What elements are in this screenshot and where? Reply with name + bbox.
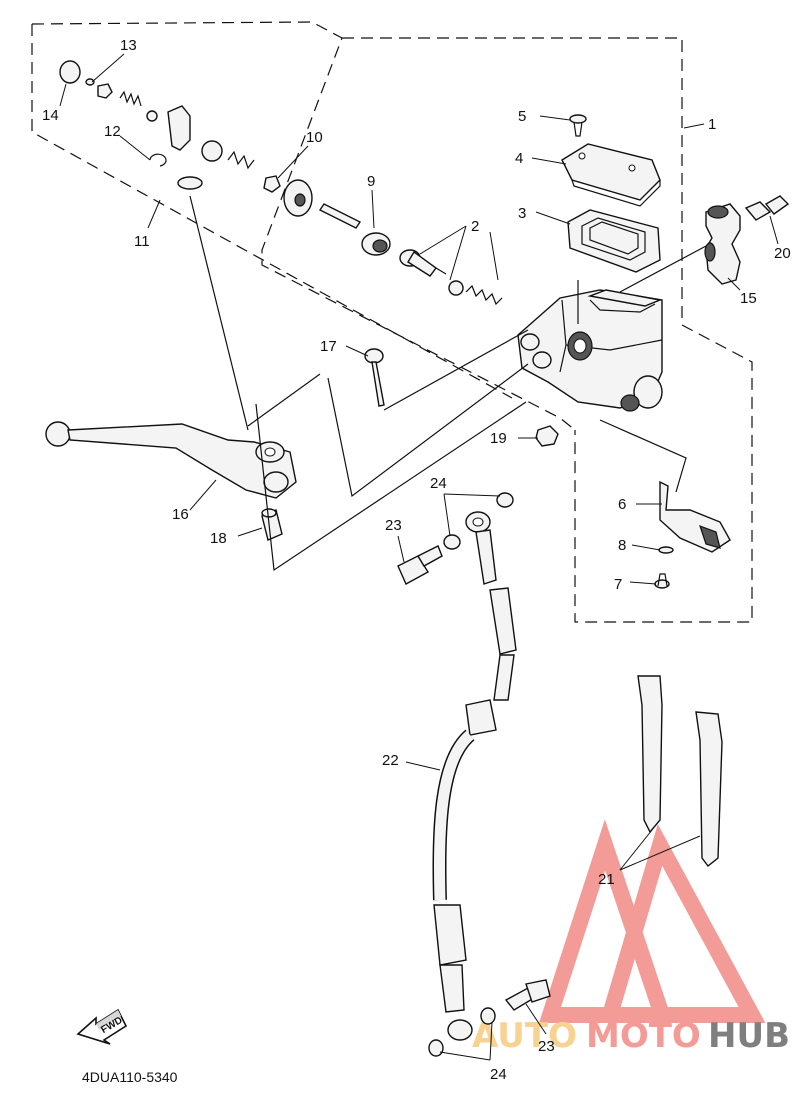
master-cylinder-body xyxy=(517,289,663,412)
callout-24-upper: 24 xyxy=(430,475,447,492)
pivot-nut xyxy=(535,425,559,447)
callout-14: 14 xyxy=(42,107,59,124)
brake-lever xyxy=(45,421,297,499)
cable-ties xyxy=(637,675,723,867)
callout-3: 3 xyxy=(518,205,526,222)
union-bolt-lower xyxy=(504,979,551,1011)
callout-24-lower: 24 xyxy=(490,1066,507,1083)
dust-boot xyxy=(283,179,313,217)
brake-light-switch xyxy=(659,480,731,553)
union-bolt-upper xyxy=(397,545,443,585)
callout-4: 4 xyxy=(515,150,523,167)
copper-washer xyxy=(496,492,514,508)
piston-kit xyxy=(399,249,503,306)
switch-washer xyxy=(658,546,674,554)
callout-leaders xyxy=(59,53,779,1061)
callout-21: 21 xyxy=(598,871,615,888)
push-rod xyxy=(318,203,391,256)
callout-18: 18 xyxy=(210,530,227,547)
assembly-lines xyxy=(189,195,707,572)
callout-13: 13 xyxy=(120,37,137,54)
callout-1: 1 xyxy=(708,116,716,133)
callout-22: 22 xyxy=(382,752,399,769)
watermark-text-moto: MOTO xyxy=(586,1016,701,1056)
callout-15: 15 xyxy=(740,290,757,307)
callout-labels: 1 2 3 4 5 6 7 8 9 10 11 12 13 14 15 16 1… xyxy=(42,37,791,1083)
callout-12: 12 xyxy=(104,123,121,140)
callout-19: 19 xyxy=(490,430,507,447)
callout-5: 5 xyxy=(518,108,526,125)
diagram-code: 4DUA110-5340 xyxy=(82,1069,178,1085)
callout-2: 2 xyxy=(471,218,479,235)
reservoir-cap xyxy=(561,143,661,207)
callout-8: 8 xyxy=(618,537,626,554)
group-outlines xyxy=(31,21,753,623)
adjuster-parts xyxy=(59,60,281,193)
watermark-text-hub: HUB xyxy=(708,1016,790,1056)
cap-screw xyxy=(569,114,587,137)
switch-screw xyxy=(654,573,670,589)
callout-23-upper: 23 xyxy=(385,517,402,534)
copper-washer xyxy=(443,534,461,550)
forward-arrow-icon: FWD xyxy=(76,1008,128,1045)
brake-hose xyxy=(432,511,517,1041)
callout-7: 7 xyxy=(614,576,622,593)
callout-6: 6 xyxy=(618,496,626,513)
callout-20: 20 xyxy=(774,245,791,262)
watermark-logo: AUTO MOTO HUB xyxy=(472,819,790,1056)
copper-washer xyxy=(480,1007,496,1025)
lever-collar xyxy=(261,508,283,541)
clamp-bolt xyxy=(744,195,790,221)
callout-10: 10 xyxy=(306,129,323,146)
callout-9: 9 xyxy=(367,173,375,190)
callout-17: 17 xyxy=(320,338,337,355)
reservoir-diaphragm xyxy=(567,209,661,273)
copper-washer xyxy=(428,1039,444,1057)
clamp-holder xyxy=(704,203,741,285)
callout-11: 11 xyxy=(134,233,150,250)
pivot-bolt xyxy=(364,348,385,407)
callout-23-lower: 23 xyxy=(538,1038,555,1055)
callout-16: 16 xyxy=(172,506,189,523)
